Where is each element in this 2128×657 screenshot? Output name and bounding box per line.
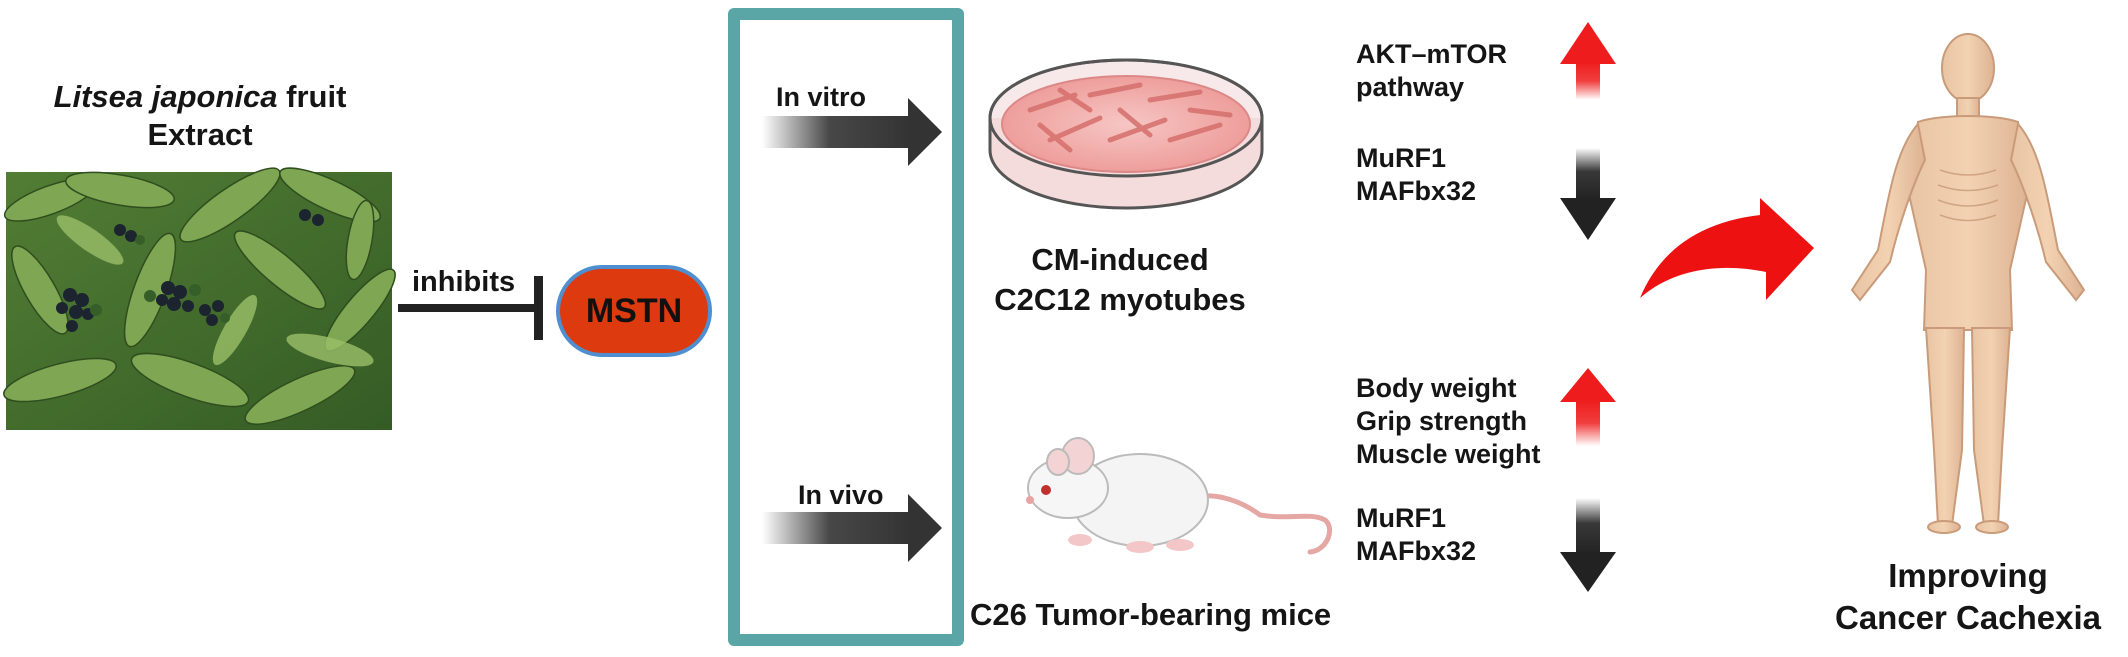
down-arrow-invivo-murf1 [1560,498,1616,592]
inhibition-symbol [398,276,543,340]
human-ribs [1937,169,1999,222]
invivo-up-line2: Grip strength [1356,406,1528,436]
source-title-fruit: fruit [286,79,347,114]
invitro-down-line2: MAFbx32 [1356,176,1477,206]
invivo-up-line1: Body weight [1356,373,1517,403]
litsea-fruit-photo [3,167,396,430]
curved-red-arrow [1640,198,1814,300]
invitro-up-result: AKT–mTOR pathway [1356,38,1507,104]
model-selection-box [728,8,964,646]
human-body-icon [1850,33,2086,534]
invitro-up-line1: AKT–mTOR [1356,39,1508,69]
mstn-label: MSTN [585,291,683,330]
invivo-up-line3: Muscle weight [1356,439,1541,469]
up-arrow-akt-mtor [1560,22,1616,100]
invivo-up-result: Body weight Grip strength Muscle weight [1356,372,1541,471]
in-vitro-model-label: CM-induced C2C12 myotubes [970,240,1270,320]
in-vivo-arrow [762,494,942,562]
invivo-down-line1: MuRF1 [1356,503,1446,533]
outcome-label: Improving Cancer Cachexia [1808,555,2128,639]
down-arrow-invitro-murf1 [1560,148,1616,240]
invivo-down-result: MuRF1 MAFbx32 [1356,502,1476,568]
in-vitro-arrow [762,98,942,166]
in-vitro-model-line2: C2C12 myotubes [994,282,1246,317]
invitro-up-line2: pathway [1356,72,1465,102]
petri-dish-icon [988,58,1264,210]
mstn-target-pill: MSTN [556,265,712,357]
outcome-line2: Cancer Cachexia [1835,599,2101,636]
invivo-down-line2: MAFbx32 [1356,536,1477,566]
in-vitro-label: In vitro [776,82,867,112]
up-arrow-body-weight [1560,368,1616,446]
mouse-icon [1026,437,1332,555]
source-title-species: Litsea japonica [53,79,278,114]
outcome-line1: Improving [1888,557,2048,594]
invitro-down-result: MuRF1 MAFbx32 [1356,142,1476,208]
inhibits-label: inhibits [412,266,516,298]
in-vivo-label: In vivo [798,480,884,510]
invitro-down-line1: MuRF1 [1356,143,1446,173]
source-title: Litsea japonica fruit Extract [0,78,400,154]
in-vitro-model-line1: CM-induced [1031,242,1209,277]
source-title-extract: Extract [147,117,253,152]
in-vivo-model-label: C26 Tumor-bearing mice [970,597,1332,632]
